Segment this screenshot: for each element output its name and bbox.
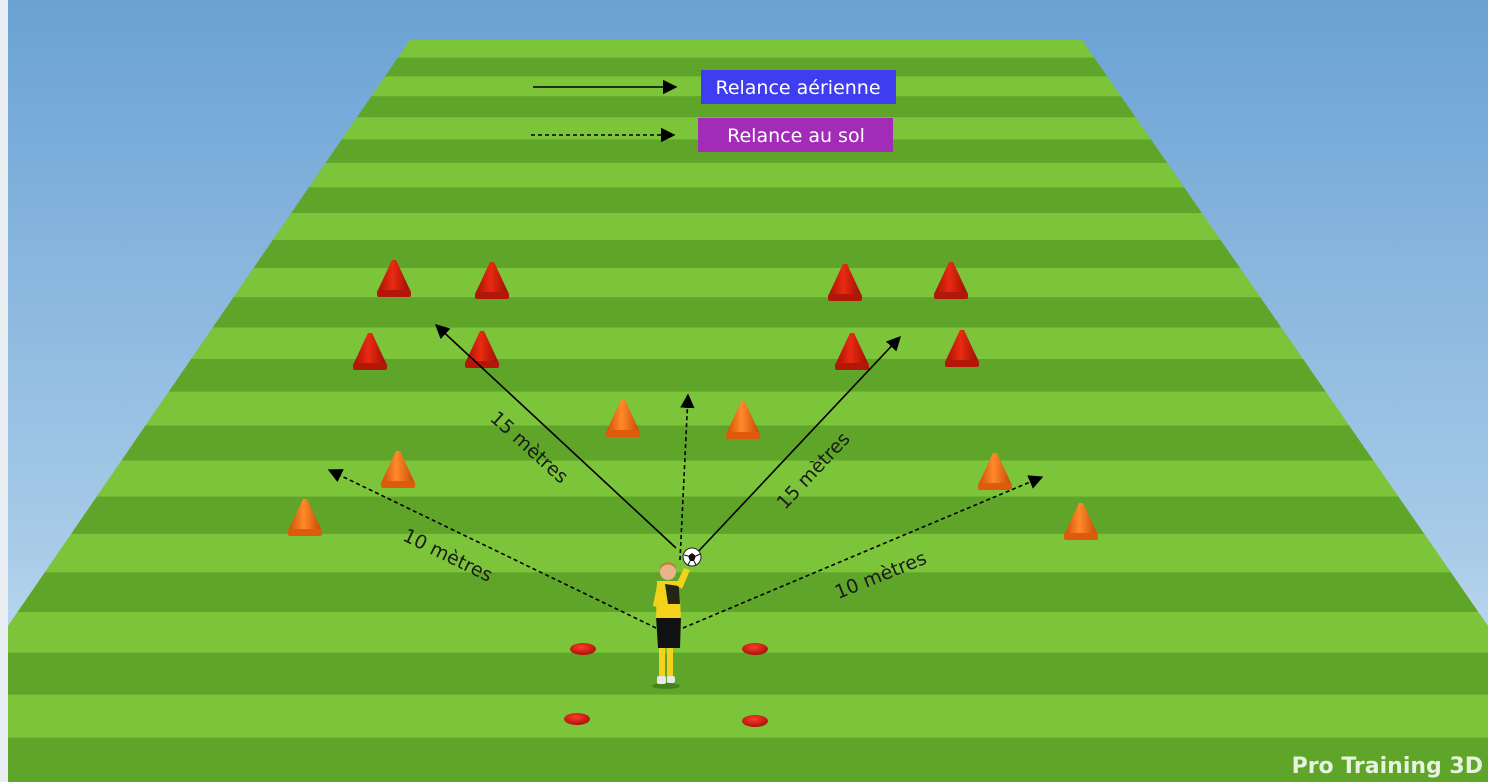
pitch-stripe [253, 239, 1240, 269]
legend: Relance aérienne Relance au sol [531, 70, 896, 152]
orange-cone-group [288, 400, 1098, 540]
pitch-stripe [168, 359, 1326, 392]
disc-marker-icon [564, 713, 590, 725]
legend-aerial-box [701, 70, 896, 104]
cone-icon [606, 400, 640, 437]
cone-icon [1064, 503, 1098, 540]
cone-icon [945, 330, 979, 367]
pitch-stripe [385, 57, 1108, 77]
pitch-stripe [212, 297, 1282, 328]
pitch-stripe [356, 96, 1136, 118]
pitch-stripe [8, 737, 1488, 782]
cone-icon [353, 333, 387, 370]
disc-marker-icon [742, 643, 768, 655]
disc-markers [564, 643, 768, 727]
disc-marker-icon [570, 643, 596, 655]
pass-arrows [327, 324, 1044, 629]
pitch-stripe [17, 572, 1479, 612]
cone-icon [381, 451, 415, 488]
cone-icon [934, 262, 968, 299]
red-cone-group [353, 260, 979, 370]
cone-icon [835, 333, 869, 370]
disc-marker-icon [742, 715, 768, 727]
cone-icon [465, 331, 499, 368]
cone-icon [726, 402, 760, 439]
frame-edge [0, 0, 8, 782]
pitch-stripe [44, 533, 1451, 573]
pitch-stripe [272, 213, 1221, 240]
aerial-pass-left-arrow [434, 324, 677, 549]
pitch-stripe [71, 496, 1425, 534]
pitch-stripe [121, 425, 1374, 461]
pitch-stripe [291, 187, 1202, 214]
cone-icon [978, 453, 1012, 490]
aerial-pass-right-arrow [693, 335, 901, 557]
watermark: Pro Training 3D [1292, 754, 1483, 779]
legend-ground-box [698, 118, 893, 152]
ground-pass-left-arrow [327, 469, 657, 629]
legend-ground-label: Relance au sol [727, 125, 865, 147]
soccer-ball-icon [682, 547, 702, 567]
pitch-stripe [308, 162, 1185, 188]
pitch-stripe [191, 327, 1304, 360]
pitch-stripe [8, 652, 1488, 695]
cone-icon [288, 499, 322, 536]
pitch-stripe [96, 460, 1399, 497]
goalkeeper-icon [652, 562, 690, 689]
cone-icon [377, 260, 411, 297]
ground-pass-right-arrow [682, 475, 1044, 629]
legend-aerial-label: Relance aérienne [715, 77, 880, 99]
cone-icon [475, 262, 509, 299]
pitch-stripe [8, 611, 1488, 653]
cone-icon [828, 264, 862, 301]
pitch-stripes [8, 40, 1488, 782]
pitch-stripe [397, 40, 1095, 58]
